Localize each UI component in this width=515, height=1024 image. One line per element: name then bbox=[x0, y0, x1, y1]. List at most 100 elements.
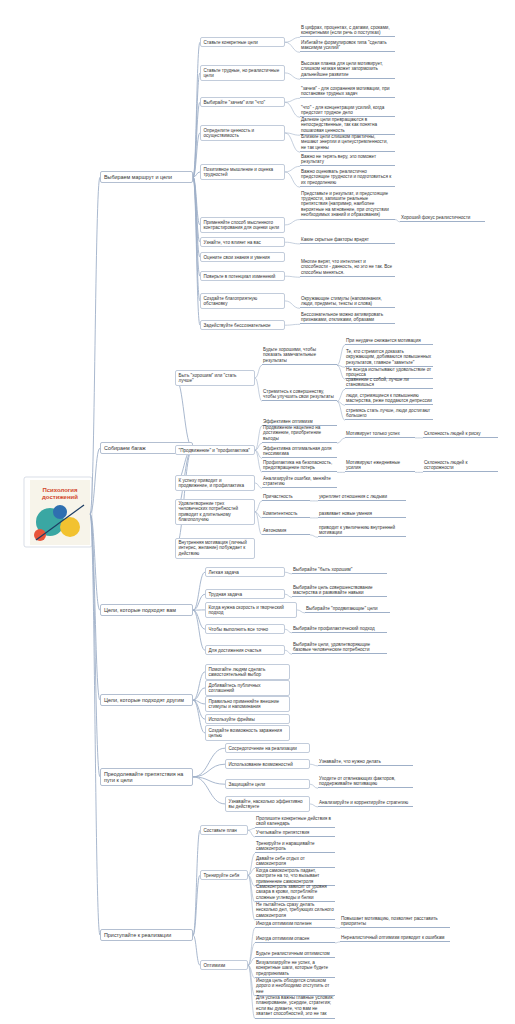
leaf-note: Иногда оптимизм опасен bbox=[255, 936, 335, 943]
node-text: Легкая задача bbox=[209, 570, 282, 575]
leaf-note: "что" - для концентрации усилий, когда п… bbox=[300, 105, 395, 118]
topic-box: Применяйте способ мысленного контрастиро… bbox=[200, 217, 285, 233]
node-text: Компетентность bbox=[263, 511, 309, 516]
branch-connector bbox=[193, 610, 205, 650]
topic-box: Используйте фреймы bbox=[205, 714, 290, 724]
node-text: Уходите от отвлекающих факторов, поддерж… bbox=[319, 776, 412, 787]
node-text: Важно оценивать реалистично предстоящие … bbox=[301, 169, 394, 185]
leaf-note: Представьте и результат, и предстоящие т… bbox=[300, 191, 395, 220]
branch-connector bbox=[415, 472, 423, 473]
node-text: Иногда оптимизм полезен bbox=[256, 921, 334, 926]
topic-box: Внутренняя мотивация (личный интерес, же… bbox=[175, 538, 255, 559]
node-text: Приступайте к реализации bbox=[104, 932, 189, 938]
leaf-note: В цифрах, процентах, с датами, сроками, … bbox=[300, 25, 395, 38]
leaf-note: Мотивирует только успех bbox=[345, 431, 415, 438]
node-text: Добивайтесь публичных соглашений bbox=[209, 683, 287, 694]
leaf-note: Самоконтроль зависит от уровня сахара в … bbox=[255, 884, 335, 902]
leaf-note: Узнавайте, что нужно делать bbox=[318, 759, 413, 766]
topic-box: "Продвижение" и "профилактика" bbox=[175, 445, 255, 455]
branch-connector bbox=[248, 830, 255, 837]
node-text: Оптимизм bbox=[204, 963, 245, 968]
branch-connector bbox=[193, 935, 200, 965]
node-text: Самоконтроль зависит от уровня сахара в … bbox=[256, 884, 334, 900]
branch-connector bbox=[255, 426, 262, 450]
leaf-note: Иногда цель обходится слишком дорого и н… bbox=[255, 978, 335, 996]
node-text: Учитывайте препятствия bbox=[256, 830, 334, 835]
branch-connector bbox=[193, 133, 200, 177]
node-text: Создайте благоприятную обстановку bbox=[204, 296, 282, 307]
node-text: Те, кто стремится доказать окружающим, д… bbox=[346, 349, 432, 365]
node-text: Ставьте конкретные цели bbox=[204, 40, 282, 45]
node-text: Эффективен оптимизм bbox=[263, 419, 336, 424]
branch-connector bbox=[193, 672, 205, 700]
branch-connector bbox=[285, 242, 300, 244]
topic-box: Использование возможностей bbox=[225, 759, 310, 769]
branch-connector bbox=[285, 324, 300, 326]
node-text: Помогайте людям сделать самостоятельный … bbox=[209, 667, 287, 678]
node-text: Продвижение нацелено на достижение, прио… bbox=[263, 425, 336, 441]
node-text: Выбирайте цель совершенствование мастерс… bbox=[293, 585, 386, 596]
node-text: Цели, которые подходят вам bbox=[104, 607, 189, 613]
branch-connector bbox=[310, 535, 318, 537]
node-text: Многие верят, что интеллект и способност… bbox=[301, 259, 394, 275]
branch-connector bbox=[285, 37, 300, 42]
node-text: Цели, которые подходят другим bbox=[104, 697, 189, 703]
leaf-note: Какие скрытые факторы вредят bbox=[300, 237, 395, 244]
branch-connector bbox=[193, 764, 225, 777]
node-text: Визуализируйте не успех, а конкретные ша… bbox=[256, 960, 334, 976]
branch-connector bbox=[248, 853, 255, 875]
branch-connector bbox=[310, 784, 318, 788]
node-text: Бессознательное можно активировать призн… bbox=[301, 312, 394, 323]
node-text: Важно не терять веру, это поможет резуль… bbox=[301, 154, 394, 165]
leaf-note: Повышает мотивацию, позволяет расставить… bbox=[340, 916, 450, 929]
branch-connector bbox=[415, 437, 423, 438]
node-text: Не пытайтесь сразу делать несколько дел,… bbox=[256, 902, 334, 918]
branch-connector bbox=[193, 572, 205, 610]
branch-connector bbox=[310, 500, 318, 501]
topic-box: Ставьте конкретные цели bbox=[200, 37, 285, 47]
branch-connector bbox=[255, 443, 262, 450]
node-text: Представьте и результат, и предстоящие т… bbox=[301, 191, 394, 218]
branch-connector bbox=[90, 514, 100, 700]
node-text: Ставьте трудные, но реалистичные цели bbox=[204, 68, 282, 79]
node-text: Используйте фреймы bbox=[209, 717, 287, 722]
node-text: В цифрах, процентах, с датами, сроками, … bbox=[301, 25, 394, 36]
branch-connector bbox=[285, 650, 292, 654]
branch-connector bbox=[310, 764, 318, 766]
branch-connector bbox=[193, 875, 200, 935]
leaf-note: люди, стремящиеся к повышению мастерства… bbox=[345, 393, 433, 406]
node-text: Далекие цели превращаются в непосредстве… bbox=[301, 117, 394, 133]
branch-connector bbox=[193, 700, 205, 733]
node-text: Нереалистичный оптимизм приводит к ошибк… bbox=[341, 935, 449, 940]
node-text: Поверьте в потенциал изменений bbox=[204, 274, 282, 279]
topic-box: Удовлетворение трех человеческих потребн… bbox=[175, 499, 255, 526]
node-text: Причастность bbox=[263, 494, 309, 499]
branch-connector bbox=[285, 166, 300, 172]
leaf-note: Мотивируют ежедневные усилия bbox=[345, 460, 415, 473]
node-text: Тренируйте и наращивайте самоконтроль bbox=[256, 841, 334, 852]
topic-box: Оптимизм bbox=[200, 960, 248, 970]
branch-connector bbox=[255, 501, 262, 512]
topic-box: Узнайте, что влияет на вас bbox=[200, 237, 285, 247]
node-text: Высокая планка для цели мотивирует, слиш… bbox=[301, 61, 394, 77]
topic-box: Тренируйте себя bbox=[200, 870, 248, 880]
leaf-note: Причастность bbox=[262, 494, 310, 501]
node-text: "зачем" - для сохранения мотивации, при … bbox=[301, 86, 394, 97]
branch-connector bbox=[248, 958, 255, 965]
topic-box: Защищайте цели bbox=[225, 779, 310, 789]
branch-connector bbox=[285, 42, 300, 52]
node-text: Внутренняя мотивация (личный интерес, же… bbox=[179, 540, 252, 556]
node-text: Использование возможностей bbox=[229, 762, 307, 767]
node-text: сравнение с собой, лучше ли становишься bbox=[346, 377, 432, 388]
node-text: Быть "хорошим" или "стать лучше" bbox=[179, 373, 252, 384]
node-text: Преодолевайте препятствия на пути к цели bbox=[104, 771, 189, 784]
node-text: Давайте себе отдых от самоконтроля bbox=[256, 856, 334, 867]
leaf-note: Те, кто стремится доказать окружающим, д… bbox=[345, 349, 433, 367]
leaf-note: Многие верят, что интеллект и способност… bbox=[300, 259, 395, 277]
node-text: Узнавайте, что нужно делать bbox=[319, 759, 412, 764]
node-text: Мотивируют ежедневные усилия bbox=[346, 460, 414, 471]
leaf-note: стремясь стать лучше, люди достигают бол… bbox=[345, 408, 433, 421]
leaf-note: сравнение с собой, лучше ли становишься bbox=[345, 377, 433, 390]
branch-connector bbox=[255, 512, 262, 535]
